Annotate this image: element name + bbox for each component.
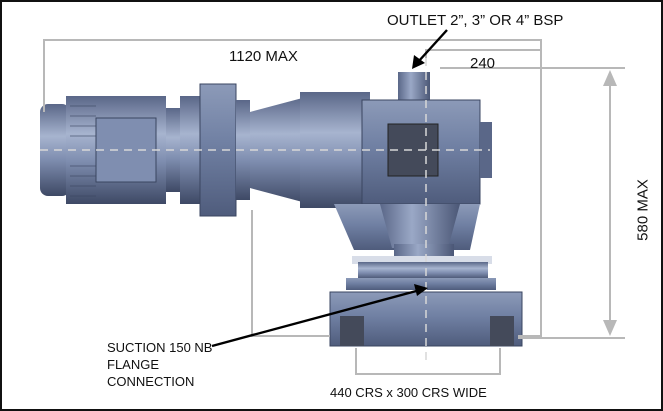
height-dimension-label: 580 MAX xyxy=(634,179,652,241)
pedestal xyxy=(329,256,523,347)
suction-label-line-3: CONNECTION xyxy=(107,374,195,389)
base-dimension-label: 440 CRS x 300 CRS WIDE xyxy=(330,385,487,400)
leader-arrowheads xyxy=(412,55,428,296)
offset-dimension-label: 240 xyxy=(470,55,496,72)
outlet-label: OUTLET 2”, 3” OR 4” BSP xyxy=(387,12,564,29)
dimension-arrows xyxy=(603,70,617,336)
overall-length-label: 1120 MAX xyxy=(229,48,298,65)
centre-lines xyxy=(40,58,490,362)
coupling xyxy=(180,83,370,217)
suction-label: SUCTION 150 NB FLANGE CONNECTION xyxy=(107,339,247,390)
leader-arrows xyxy=(211,29,448,348)
suction-label-line-1: SUCTION 150 NB xyxy=(107,340,213,355)
suction-label-line-2: FLANGE xyxy=(107,357,160,372)
